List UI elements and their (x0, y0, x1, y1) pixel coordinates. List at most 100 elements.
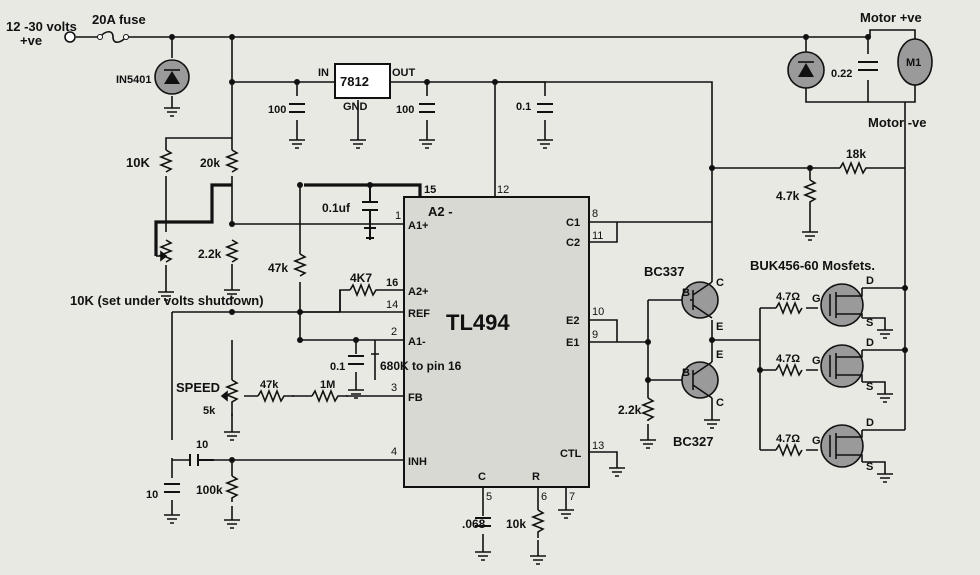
pin-number: 13 (592, 440, 604, 452)
pin-number: 6 (541, 491, 547, 503)
potentiometer-arrows (156, 250, 379, 402)
pin-number: 9 (592, 329, 598, 341)
cap-100a-label: 100 (268, 104, 286, 116)
r-47k-label: 47k (268, 261, 288, 275)
r-5k-label: 5k (203, 405, 216, 417)
transistor-bc337 (681, 281, 719, 319)
pin-number: 4 (391, 446, 397, 458)
chip-label: TL494 (446, 310, 510, 335)
r-100k-label: 100k (196, 483, 223, 497)
drain-label: D (866, 417, 874, 429)
r-20k-label: 20k (200, 156, 220, 170)
motor-m1-label: M1 (906, 57, 921, 69)
cap-01uf-label: 0.1uf (322, 201, 351, 215)
pin-e2-label: E2 (566, 315, 579, 327)
pin-inh-label: INH (408, 456, 427, 468)
r-g2-label: 4.7Ω (776, 353, 800, 365)
cap-01b-label: 0.1 (330, 361, 345, 373)
reg-gnd-label: GND (343, 101, 368, 113)
collector-label: C (716, 277, 724, 289)
mosfet-2 (820, 344, 864, 388)
pin-number: 14 (386, 299, 398, 311)
labels: 12 -30 volts +ve 20A fuse IN5401 7812 IN… (6, 10, 927, 531)
cap-10a-label: 10 (196, 439, 208, 451)
drain-label: D (866, 337, 874, 349)
ground-symbols (158, 107, 893, 565)
gate-label: G (812, 435, 821, 447)
r-680k-label: 680K to pin 16 (380, 359, 462, 373)
pin-ctl-label: CTL (560, 448, 582, 460)
pin-c2-label: C2 (566, 237, 580, 249)
transistor-bc327 (681, 361, 719, 399)
emitter-label: E (716, 321, 723, 333)
pin-r-label: R (532, 471, 540, 483)
source-label: S (866, 317, 873, 329)
cap-022-label: 0.22 (831, 68, 852, 80)
pin-number: 2 (391, 326, 397, 338)
speed-label: SPEED (176, 380, 220, 395)
reg-out-label: OUT (392, 67, 416, 79)
source-label: S (866, 461, 873, 473)
fuse-label: 20A fuse (92, 12, 146, 27)
collector-label: C (716, 397, 724, 409)
base-label: B (682, 287, 690, 299)
pin-number: 7 (569, 491, 575, 503)
r-10k-label: 10K (126, 155, 150, 170)
r-g1-label: 4.7Ω (776, 291, 800, 303)
motor-pos-label: Motor +ve (860, 10, 922, 25)
input-terminal (64, 31, 76, 43)
junction-dots (169, 34, 908, 463)
wiring (76, 29, 916, 556)
gate-label: G (812, 293, 821, 305)
pin-number: 15 (424, 184, 436, 196)
pin-a2p-label: A2+ (408, 286, 429, 298)
r-47k-b-label: 47k (260, 379, 279, 391)
pin-a1p-label: A1+ (408, 220, 429, 232)
pin-number: 11 (592, 230, 603, 242)
motor-diode (787, 51, 825, 89)
mosfets-label: BUK456-60 Mosfets. (750, 258, 875, 273)
gate-label: G (812, 355, 821, 367)
pin-ref-label: REF (408, 308, 430, 320)
regulator-label: 7812 (340, 74, 369, 89)
resistors (158, 149, 875, 538)
pin-number: 5 (486, 491, 492, 503)
r-1m-label: 1M (320, 379, 335, 391)
tl494-chip (403, 196, 590, 488)
cap-01a-label: 0.1 (516, 101, 531, 113)
cap-10b-label: 10 (146, 489, 158, 501)
supply-pos-label: +ve (20, 33, 42, 48)
diode-in5401-label: IN5401 (116, 74, 151, 86)
bc337-label: BC337 (644, 264, 684, 279)
pin-number: 10 (592, 306, 604, 318)
ground-arrow-small (364, 222, 376, 240)
bc327-label: BC327 (673, 434, 713, 449)
pin-number: 8 (592, 208, 598, 220)
r-22k-label: 2.2k (198, 247, 222, 261)
pin-number: 16 (386, 277, 398, 289)
pin-number: 12 (497, 184, 509, 196)
cap-100b-label: 100 (396, 104, 414, 116)
r-4k7-b-label: 4.7k (776, 189, 800, 203)
r-10k-b-label: 10k (506, 517, 526, 531)
a2-minus-note: A2 - (428, 204, 453, 219)
r-4k7-label: 4K7 (350, 271, 372, 285)
fuse-symbol (97, 30, 129, 44)
r-10k-note-label: 10K (set under volts shutdown) (70, 293, 264, 308)
pin-number: 1 (395, 210, 401, 222)
motor-neg-label: Motor -ve (868, 115, 927, 130)
drain-label: D (866, 275, 874, 287)
pin-number: 3 (391, 382, 397, 394)
reg-in-label: IN (318, 67, 329, 79)
diode-in5401 (154, 59, 190, 95)
motor-m1 (897, 38, 933, 86)
regulator-7812 (334, 63, 391, 99)
pin-a1m-label: A1- (408, 336, 426, 348)
mosfet-3 (820, 424, 864, 468)
cap-068-label: .068 (462, 517, 486, 531)
r-22k-b-label: 2.2k (618, 403, 642, 417)
pin-fb-label: FB (408, 392, 423, 404)
mosfet-1 (820, 283, 864, 327)
